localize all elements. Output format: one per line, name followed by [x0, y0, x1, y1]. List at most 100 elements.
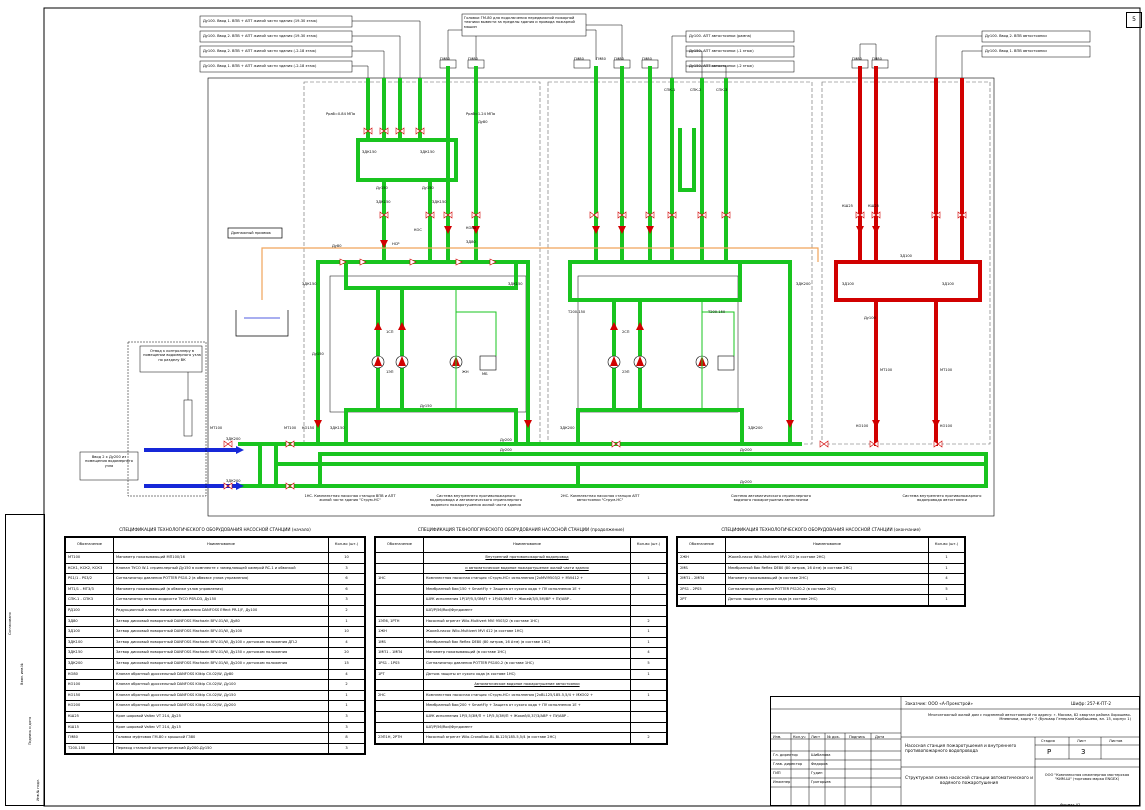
designation-cell [375, 679, 424, 691]
spec-table-1-title: СПЕЦИФИКАЦИЯ ТЕХНОЛОГИЧЕСКОГО ОБОРУДОВАН… [119, 527, 311, 532]
drain-pit [227, 227, 289, 337]
role: Гл. директор [773, 753, 798, 757]
pipe-label: ЗДК150 [376, 200, 391, 204]
qty-cell: 20 [328, 647, 365, 659]
pipe-label: ЗД80 [466, 240, 476, 244]
designation-cell: МТ100 [65, 552, 114, 564]
pipe-label: 2СП [622, 330, 630, 334]
pipe-label: ГМ80 [872, 57, 882, 61]
qty-cell: 1 [630, 573, 667, 585]
inlet-note: Ввод 2 х Ду200 из помещения водомерного … [85, 455, 133, 468]
name-cell: Комплектная насосная станция «Струм-НС» … [423, 573, 631, 585]
pipe-label: ГМ80 [596, 57, 606, 61]
pipe-label: ЗДК150 [330, 426, 345, 430]
qty-cell: 10 [328, 552, 365, 564]
section-title: Насосная станция пожаротушения и внутрен… [905, 743, 1017, 754]
qty-cell: 4 [928, 573, 965, 585]
pipe-label: ГМ80 [440, 57, 450, 61]
pipe-label: ЗДК150 [302, 282, 317, 286]
pipe-label: КО100 [940, 424, 953, 428]
pipe-label: ГМ80 [614, 57, 624, 61]
name-cell: Мембранный бак(150 + SmartFly + Защита о… [423, 583, 631, 596]
stage-value: Р [1047, 748, 1052, 756]
pipe-label: ЗД100 [900, 254, 912, 258]
schematic-boundary [207, 77, 995, 517]
sidebar-label: Подпись и дата [28, 716, 32, 745]
name-cell: Затвор дисковый поворотный DANFOSS Macha… [113, 647, 329, 659]
qty-cell: 5 [928, 583, 965, 596]
pipe-label: Т200-150 [568, 310, 586, 314]
qty-cell: 3 [328, 721, 365, 734]
qty-cell [630, 594, 667, 606]
designation-cell: ЗД80 [65, 615, 114, 628]
name-cell: Автоматическое водяное пожаротушение авт… [423, 679, 631, 691]
pipe-label: Т200-150 [708, 310, 726, 314]
pipe-label: КШ25 [842, 204, 853, 208]
person: Григорьев [811, 780, 831, 784]
table-row: и автоматическое водяное пожаротушение ж… [375, 562, 667, 575]
pipe-label: 1СП [386, 330, 394, 334]
top-right-label: Ду100. АПТ автостоянки (рампа) [689, 34, 752, 38]
qty-cell: 1 [630, 668, 667, 681]
name-cell: и автоматическое водяное пожаротушение ж… [423, 562, 631, 575]
designation-cell: ЗД100 [65, 626, 114, 638]
col-header: Обозначение [677, 537, 726, 553]
pipe-label: Ду150 [376, 186, 388, 190]
hdr-kol: Кол.уч [793, 735, 806, 739]
designation-cell [375, 604, 424, 617]
name-cell: ШЛ/Р/56/Rod/Фундамент [423, 604, 631, 617]
sheet-label: Лист [1077, 739, 1087, 743]
caption: Система внутреннего противопожарного вод… [429, 494, 523, 507]
table-row: ШЛ/Р/56/Rod/Фундамент [375, 721, 667, 734]
pipe-label: Ду80 [332, 244, 342, 248]
designation-cell: 1ЖН [375, 626, 424, 638]
designation-cell: 2PS1 - 2PS5 [677, 583, 726, 596]
sheets-label: Листов [1109, 739, 1123, 743]
designation-cell: 2НС [375, 689, 424, 702]
pipe-label: МТ100 [284, 426, 297, 430]
name-cell: Клапан обратный дроссельный DANFOSS Klik… [113, 679, 329, 691]
hdr-izm: Изм. [773, 735, 782, 739]
customer: Заказчик: ООО «А-Промстрой» [905, 701, 973, 706]
name-cell: Затвор дисковый поворотный DANFOSS Macha… [113, 657, 329, 670]
pipe-label: ГМ80 [852, 57, 862, 61]
designation-cell: 2РТ [677, 594, 726, 606]
pipe-label: ЗДК200 [796, 282, 811, 286]
pipe-label: Ду100 [864, 316, 876, 320]
pipe-label: КО150 [302, 426, 315, 430]
col-header: Наименование [113, 537, 329, 553]
name-cell: ШУК исполнения 1Р/5,5/3М/П + 1Р/5,5/3М/П… [423, 710, 631, 723]
name-cell: Клапан обратный дроссельный DANFOSS Klik… [113, 700, 329, 712]
designation-cell: 2ЖН [677, 552, 726, 564]
designation-cell [375, 594, 424, 606]
pipe-label: ЗДК150 [362, 150, 377, 154]
hdr-sign: Подпись [849, 735, 866, 739]
name-cell: Сигнализатор давления POTTER PS120-2 (в … [725, 583, 929, 596]
pipe-label: СПК-3 [716, 88, 728, 92]
qty-cell: 6 [328, 583, 365, 596]
table-row: Внутренний противопожарный водопровод [375, 552, 667, 564]
qty-cell: 1 [328, 615, 365, 628]
caption: 1НС. Комплектная насосная станция ВПВ и … [304, 494, 396, 503]
qty-cell: 3 [328, 594, 365, 606]
designation-cell: РД100 [65, 604, 114, 617]
sheet-frame [43, 7, 1141, 807]
designation-cell: 1МБ [375, 636, 424, 649]
caption: Система внутреннего противопожарного вод… [902, 494, 982, 503]
